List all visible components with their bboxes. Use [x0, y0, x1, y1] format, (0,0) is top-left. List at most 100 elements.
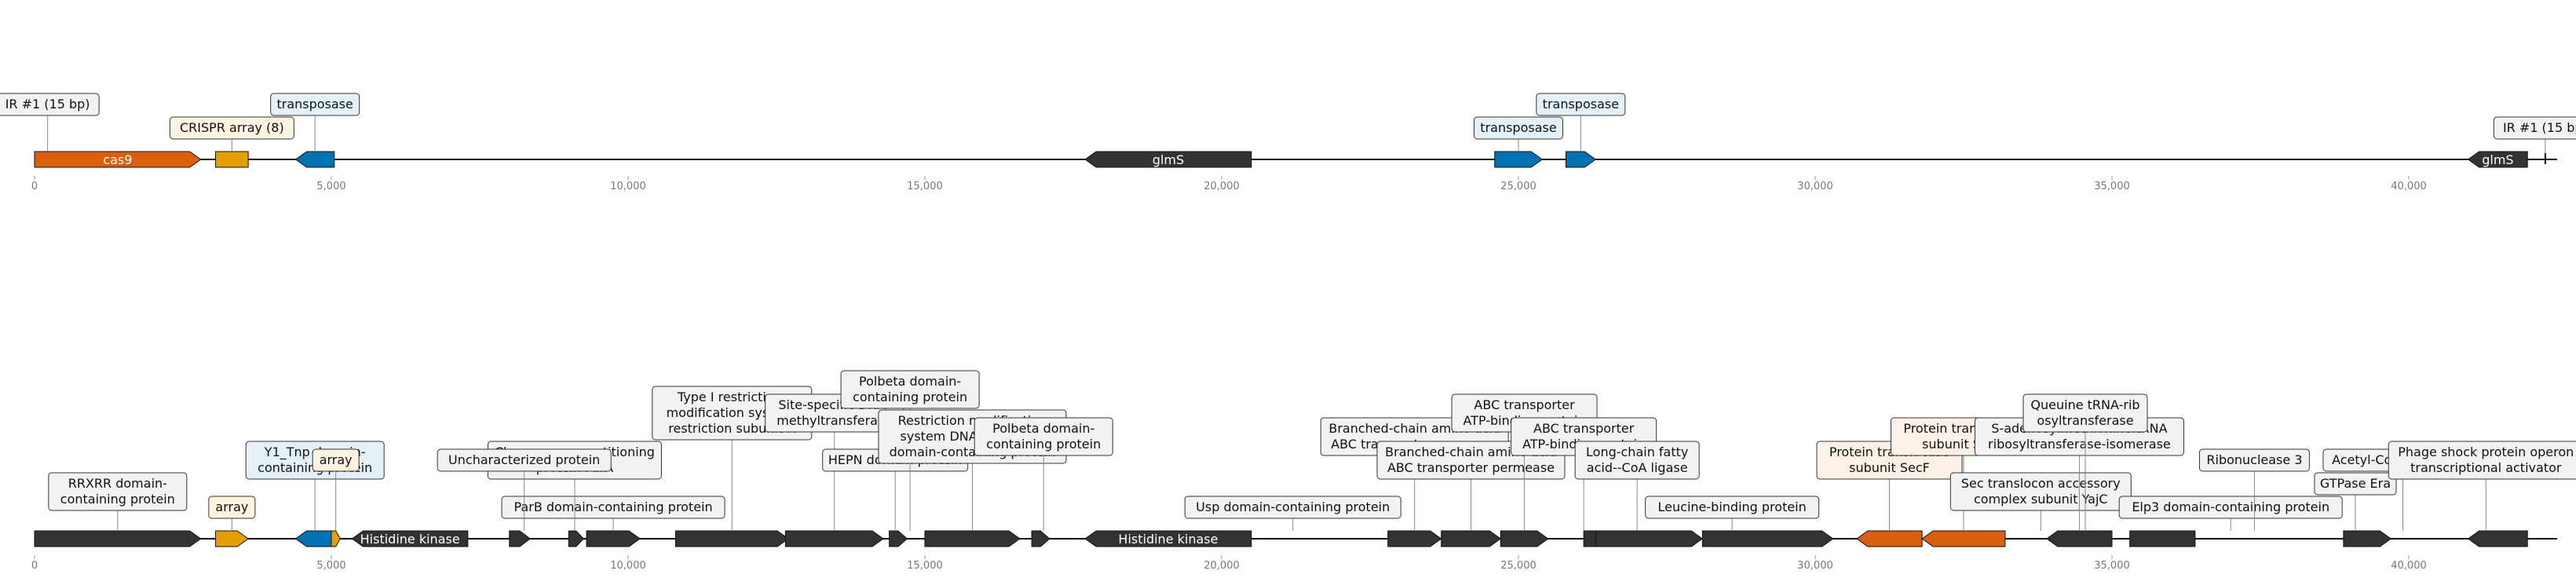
gene-feature[interactable]: [1494, 151, 1544, 168]
feature-label-box: [2198, 448, 2310, 472]
gene-feature[interactable]: [674, 530, 789, 547]
feature-label-box: [0, 93, 100, 116]
axis-tick-label: 30,000: [1797, 181, 1833, 192]
axis-tick-label: 35,000: [2094, 560, 2130, 572]
gene-feature[interactable]: [1084, 151, 1252, 168]
axis-tick-label: 20,000: [1204, 181, 1240, 192]
gene-feature[interactable]: [1595, 530, 1704, 547]
feature-label: Usp domain-containing protein: [1196, 499, 1390, 514]
feature-label-box: [1949, 472, 2132, 511]
gene-feature[interactable]: [509, 530, 532, 547]
gene-feature-name: cas9: [103, 152, 132, 167]
axis-tick-label: 40,000: [2391, 181, 2427, 192]
gene-feature[interactable]: [1500, 530, 1549, 547]
feature-label-box: [437, 448, 612, 472]
gene-feature[interactable]: [351, 530, 469, 547]
gene-feature[interactable]: [1921, 530, 2006, 547]
feature-label-box: [501, 496, 725, 519]
gene-feature[interactable]: [924, 530, 1021, 547]
axis-tick-label: 0: [31, 560, 38, 572]
feature-label-box: [2314, 472, 2397, 496]
feature-label: Type I restriction-modification system,r…: [667, 390, 798, 436]
gene-feature-name: glmS: [1153, 152, 1184, 167]
feature-label: RRXRR domain-containing protein: [60, 476, 175, 507]
gene-feature[interactable]: [34, 151, 202, 168]
feature-label-box: [1184, 496, 1401, 519]
axis-tick-label: 0: [31, 181, 38, 192]
feature-label: Ribonuclease 3: [2206, 452, 2302, 467]
gene-feature[interactable]: [294, 151, 335, 168]
gene-feature[interactable]: [1701, 530, 1834, 547]
axis-tick-label: 10,000: [610, 181, 646, 192]
feature-label: IR #1 (15 bp): [2503, 120, 2576, 135]
axis-tick-label: 15,000: [907, 181, 943, 192]
axis-tick-label: 30,000: [1797, 560, 1833, 572]
axis-tick-label: 25,000: [1500, 181, 1536, 192]
feature-label: Polbeta domain-containing protein: [853, 374, 967, 404]
axis-tick-label: 5,000: [316, 560, 345, 572]
feature-label-box: [1645, 496, 1820, 519]
feature-label-box: [270, 93, 360, 116]
feature-label: GTPase Era: [2320, 476, 2391, 491]
feature-label: Polbeta domain-containing protein: [986, 421, 1101, 452]
feature-label-box: [312, 448, 360, 472]
feature-label-box: [1574, 441, 1700, 480]
feature-label: Elp3 domain-containing protein: [2132, 499, 2329, 514]
feature-label-box: [2388, 441, 2576, 480]
feature-label: Leucine-binding protein: [1658, 499, 1807, 514]
bottom-genome-track: 0 5,000 10,000 15,000 20,000 25,000 30,000 35,0…: [31, 370, 2576, 572]
gene-feature[interactable]: [2129, 530, 2196, 547]
feature-label: IR #1 (15 bp): [5, 97, 90, 112]
gene-feature[interactable]: [1441, 530, 1502, 547]
feature-label-box: [208, 496, 256, 519]
feature-label-box: [1536, 93, 1626, 116]
axis-tick-label: 40,000: [2391, 560, 2427, 572]
gene-feature-name: Histidine kinase: [1118, 532, 1218, 547]
feature-label-box: [2022, 393, 2148, 433]
gene-feature[interactable]: [1084, 530, 1252, 547]
gene-feature[interactable]: [889, 530, 908, 547]
gene-feature[interactable]: [331, 530, 341, 547]
axis-tick-label: 15,000: [907, 560, 943, 572]
gene-feature[interactable]: [2467, 530, 2528, 547]
feature-label: array: [320, 452, 353, 467]
gene-feature[interactable]: [1031, 530, 1050, 547]
axis-tick-label: 20,000: [1204, 560, 1240, 572]
gene-feature-name: glmS: [2482, 152, 2513, 167]
gene-feature[interactable]: [215, 151, 249, 168]
axis-tick-label: 10,000: [610, 560, 646, 572]
feature-label-box: [2118, 496, 2343, 519]
gene-feature[interactable]: [215, 530, 250, 547]
feature-label: Uncharacterized protein: [448, 452, 600, 467]
gene-feature[interactable]: [2045, 530, 2113, 547]
gene-feature-name: Histidine kinase: [360, 532, 460, 547]
gene-feature[interactable]: [1565, 151, 1597, 168]
gene-feature[interactable]: [294, 530, 335, 547]
gene-feature[interactable]: [784, 530, 884, 547]
feature-label-box: [169, 116, 294, 140]
feature-label-box: [1474, 116, 1563, 140]
axis-tick-label: 35,000: [2094, 181, 2130, 192]
gene-feature[interactable]: [2343, 530, 2392, 547]
gene-feature[interactable]: [568, 530, 584, 547]
gene-feature[interactable]: [586, 530, 641, 547]
axis-tick-label: 25,000: [1500, 560, 1536, 572]
top-genome-track: 0 5,000 10,000 15,000 20,000 25,000 30,000 35,0…: [0, 93, 2576, 192]
gene-feature[interactable]: [1856, 530, 1923, 547]
feature-label: transposase: [1480, 120, 1556, 135]
gene-feature[interactable]: [1387, 530, 1442, 547]
feature-label: transposase: [277, 97, 353, 112]
gene-feature[interactable]: [34, 530, 202, 547]
feature-label: ParB domain-containing protein: [514, 499, 713, 514]
axis-tick-label: 5,000: [316, 181, 345, 192]
gene-feature[interactable]: [2467, 151, 2528, 168]
feature-label: CRISPR array (8): [180, 120, 284, 135]
feature-label-box: [48, 472, 188, 511]
feature-label-box: [974, 417, 1113, 456]
feature-label: array: [215, 499, 248, 514]
